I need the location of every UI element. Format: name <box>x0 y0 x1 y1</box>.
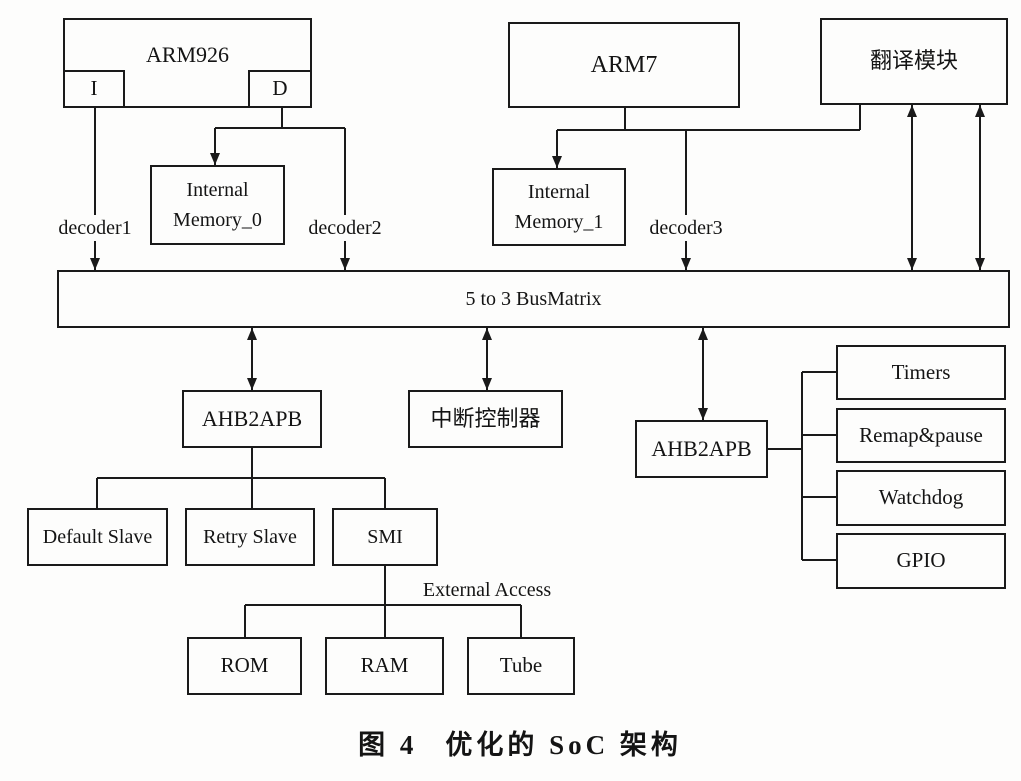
rom-label: ROM <box>220 653 269 678</box>
bus-matrix-block: 5 to 3 BusMatrix <box>57 270 1010 328</box>
internal-memory-1-line1: Internal <box>527 181 591 203</box>
port-d-label: D <box>272 76 288 101</box>
internal-memory-0-block: Internal Memory_0 <box>150 165 285 245</box>
internal-memory-1-block: Internal Memory_1 <box>492 168 626 246</box>
default-slave-label: Default Slave <box>42 526 153 548</box>
arm926-port-d: D <box>248 70 312 108</box>
gpio-label: GPIO <box>896 548 946 573</box>
ram-label: RAM <box>360 653 409 678</box>
external-access-label: External Access <box>422 579 552 601</box>
figure-number: 图 4 <box>358 730 418 760</box>
interrupt-controller-label: 中断控制器 <box>430 405 541 431</box>
internal-memory-0-line1: Internal <box>186 179 249 201</box>
translation-module-block: 翻译模块 <box>820 18 1008 105</box>
arm7-block: ARM7 <box>508 22 740 108</box>
ahb2apb-left-block: AHB2APB <box>182 390 322 448</box>
arm7-label: ARM7 <box>590 51 658 78</box>
retry-slave-block: Retry Slave <box>185 508 315 566</box>
figure-caption: 图 4 优化的 SoC 架构 <box>20 728 1020 762</box>
smi-label: SMI <box>367 526 403 548</box>
timers-block: Timers <box>836 345 1006 400</box>
bus-matrix-label: 5 to 3 BusMatrix <box>465 288 602 310</box>
internal-memory-1-line2: Memory_1 <box>514 211 604 233</box>
decoder1-label: decoder1 <box>47 215 143 241</box>
figure-title: 优化的 SoC 架构 <box>445 730 682 760</box>
retry-slave-label: Retry Slave <box>203 526 297 548</box>
ram-block: RAM <box>325 637 444 695</box>
internal-memory-0-line2: Memory_0 <box>173 209 262 231</box>
translation-module-label: 翻译模块 <box>869 48 958 74</box>
tube-block: Tube <box>467 637 575 695</box>
ahb2apb-left-label: AHB2APB <box>201 405 303 431</box>
default-slave-block: Default Slave <box>27 508 168 566</box>
decoder3-label: decoder3 <box>638 215 734 241</box>
ahb2apb-right-block: AHB2APB <box>635 420 768 478</box>
arm926-port-i: I <box>63 70 125 108</box>
timers-label: Timers <box>891 359 951 384</box>
decoder2-label: decoder2 <box>297 215 393 241</box>
rom-block: ROM <box>187 637 302 695</box>
interrupt-controller-block: 中断控制器 <box>408 390 563 448</box>
watchdog-label: Watchdog <box>878 485 964 510</box>
gpio-block: GPIO <box>836 533 1006 589</box>
smi-block: SMI <box>332 508 438 566</box>
remap-pause-block: Remap&pause <box>836 408 1006 463</box>
watchdog-block: Watchdog <box>836 470 1006 526</box>
port-i-label: I <box>90 76 98 101</box>
remap-pause-label: Remap&pause <box>859 422 983 447</box>
tube-label: Tube <box>499 653 543 678</box>
ahb2apb-right-label: AHB2APB <box>651 435 752 461</box>
arm926-label: ARM926 <box>145 42 230 67</box>
